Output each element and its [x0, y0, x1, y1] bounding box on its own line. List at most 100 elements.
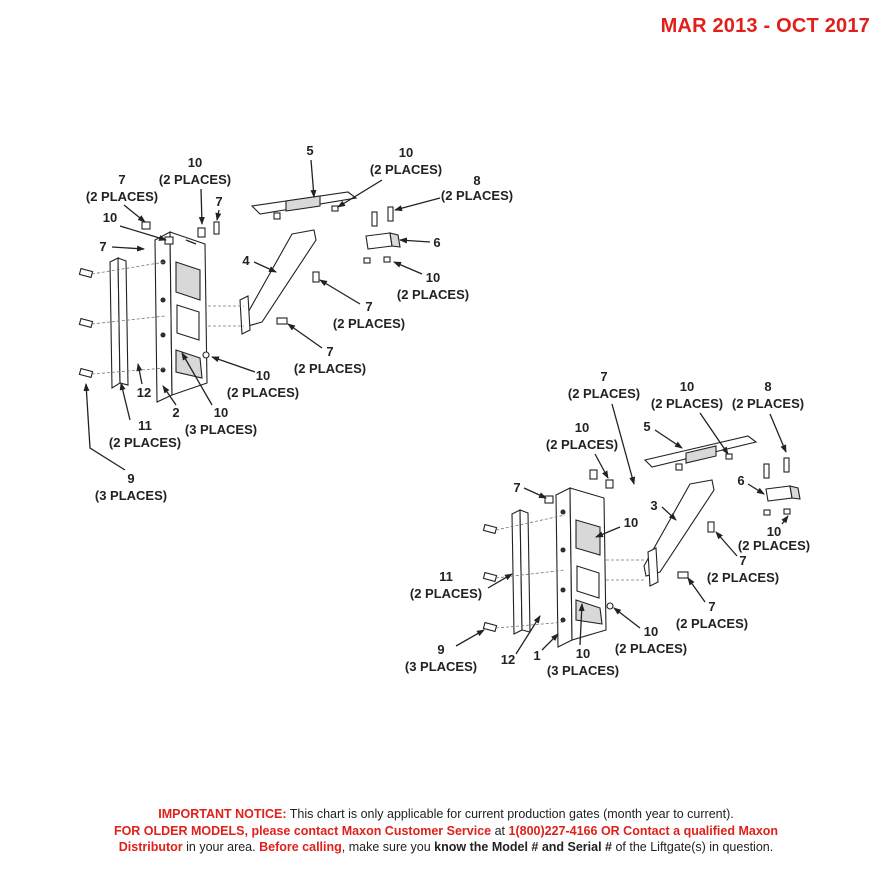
callout-number: 7 — [215, 194, 222, 209]
callout-quantity: (2 PLACES) — [707, 570, 779, 585]
callout-r10a: 10 (2 PLACES) — [651, 379, 729, 455]
callout-number: 10 — [214, 405, 228, 420]
callout-number: 10 — [188, 155, 202, 170]
callout-number: 7 — [99, 239, 106, 254]
callout-number: 7 — [365, 299, 372, 314]
callout-l10d: 10 (2 PLACES) — [393, 261, 469, 302]
callout-l10c: 10 (2 PLACES) — [337, 145, 442, 208]
important-notice: IMPORTANT NOTICE: This chart is only app… — [40, 806, 852, 856]
callout-quantity: (2 PLACES) — [676, 616, 748, 631]
callout-number: 2 — [172, 405, 179, 420]
callout-quantity: (2 PLACES) — [568, 386, 640, 401]
older-models-text: FOR OLDER MODELS, please contact Maxon C… — [113, 823, 492, 838]
callout-l6: 6 — [399, 235, 441, 250]
callout-number: 5 — [306, 143, 313, 158]
phone-number: 1(800)227-4166 — [508, 823, 598, 838]
notice-in-area: in your area. — [182, 840, 260, 854]
callout-number: 10 — [767, 524, 781, 539]
callout-r7a: 7 (2 PLACES) — [568, 369, 640, 485]
notice-text: This chart is only applicable for curren… — [286, 807, 734, 821]
callout-number: 3 — [650, 498, 657, 513]
callout-r1: 1 — [533, 633, 559, 663]
callout-quantity: (2 PLACES) — [738, 538, 810, 553]
callout-r7d: 7 (2 PLACES) — [676, 577, 748, 631]
notice-make-sure: , make sure you — [341, 840, 435, 854]
callout-number: 7 — [326, 344, 333, 359]
callout-number: 10 — [624, 515, 638, 530]
callout-l7d: 7 (2 PLACES) — [319, 279, 405, 331]
callout-number: 10 — [644, 624, 658, 639]
callout-r10b: 10 (2 PLACES) — [546, 420, 618, 479]
callout-r10f: 10 (3 PLACES) — [547, 603, 619, 678]
distributor-text: Distributor — [118, 840, 183, 854]
notice-line-1: IMPORTANT NOTICE: This chart is only app… — [40, 806, 852, 823]
contact-distributor-text: OR Contact a qualified Maxon — [597, 823, 779, 838]
callout-quantity: (2 PLACES) — [397, 287, 469, 302]
callout-r6: 6 — [737, 473, 765, 495]
callout-l7a: 7 (2 PLACES) — [86, 172, 158, 223]
callout-l10a: 10 (2 PLACES) — [159, 155, 231, 225]
callout-number: 9 — [437, 642, 444, 657]
callout-r7b: 7 — [513, 480, 547, 499]
callout-l11: 11 (2 PLACES) — [109, 382, 181, 450]
notice-connector: at — [491, 823, 509, 838]
before-calling-text: Before calling — [259, 840, 342, 854]
callout-quantity: (2 PLACES) — [109, 435, 181, 450]
callout-l5: 5 — [306, 143, 317, 198]
callout-quantity: (2 PLACES) — [732, 396, 804, 411]
callout-r11: 11 (2 PLACES) — [410, 569, 513, 601]
callout-number: 6 — [433, 235, 440, 250]
callout-number: 8 — [764, 379, 771, 394]
callout-quantity: (2 PLACES) — [615, 641, 687, 656]
callout-l7b: 7 — [215, 194, 223, 221]
callout-quantity: (3 PLACES) — [547, 663, 619, 678]
notice-line-2: FOR OLDER MODELS, please contact Maxon C… — [40, 823, 852, 840]
callout-quantity: (3 PLACES) — [95, 488, 167, 503]
callout-l9: 9 (3 PLACES) — [83, 383, 167, 503]
callout-l12: 12 — [136, 363, 151, 400]
callout-number: 7 — [600, 369, 607, 384]
notice-line-3: Distributor in your area. Before calling… — [40, 839, 852, 856]
callout-r5: 5 — [643, 419, 683, 449]
callout-number: 8 — [473, 173, 480, 188]
callout-l10f: 10 (3 PLACES) — [181, 352, 257, 437]
left-callouts: 7 (2 PLACES) 10 (2 PLACES) 7 10 7 5 10 (… — [83, 143, 513, 503]
callout-number: 7 — [739, 553, 746, 568]
callout-number: 9 — [127, 471, 134, 486]
callout-quantity: (3 PLACES) — [185, 422, 257, 437]
notice-label: IMPORTANT NOTICE: — [158, 807, 287, 821]
callout-r10e: 10 (2 PLACES) — [613, 607, 687, 656]
callout-quantity: (2 PLACES) — [651, 396, 723, 411]
callout-number: 11 — [439, 569, 453, 584]
callout-number: 10 — [426, 270, 440, 285]
callout-r12: 12 — [501, 615, 541, 667]
callout-r10d: 10 (2 PLACES) — [738, 515, 810, 553]
callout-number: 1 — [533, 648, 540, 663]
callout-number: 12 — [137, 385, 151, 400]
callout-number: 10 — [256, 368, 270, 383]
callout-number: 10 — [680, 379, 694, 394]
callout-r10c: 10 — [595, 515, 638, 538]
callout-l8: 8 (2 PLACES) — [394, 173, 513, 212]
callout-number: 4 — [242, 253, 250, 268]
callout-r7c: 7 (2 PLACES) — [707, 531, 779, 585]
callout-number: 5 — [643, 419, 650, 434]
callout-number: 10 — [399, 145, 413, 160]
callout-number: 7 — [708, 599, 715, 614]
callout-quantity: (2 PLACES) — [159, 172, 231, 187]
callout-number: 10 — [103, 210, 117, 225]
callout-quantity: (2 PLACES) — [294, 361, 366, 376]
callout-l2: 2 — [162, 385, 180, 420]
callout-number: 10 — [576, 646, 590, 661]
callout-number: 6 — [737, 473, 744, 488]
right-assembly-drawing — [482, 435, 801, 648]
callout-l10b: 10 — [103, 210, 167, 241]
callout-quantity: (2 PLACES) — [370, 162, 442, 177]
callout-number: 7 — [513, 480, 520, 495]
callout-r8: 8 (2 PLACES) — [732, 379, 804, 453]
callout-l7c: 7 — [99, 239, 145, 254]
callout-number: 12 — [501, 652, 515, 667]
date-range-title: MAR 2013 - OCT 2017 — [660, 15, 870, 37]
callout-quantity: (3 PLACES) — [405, 659, 477, 674]
